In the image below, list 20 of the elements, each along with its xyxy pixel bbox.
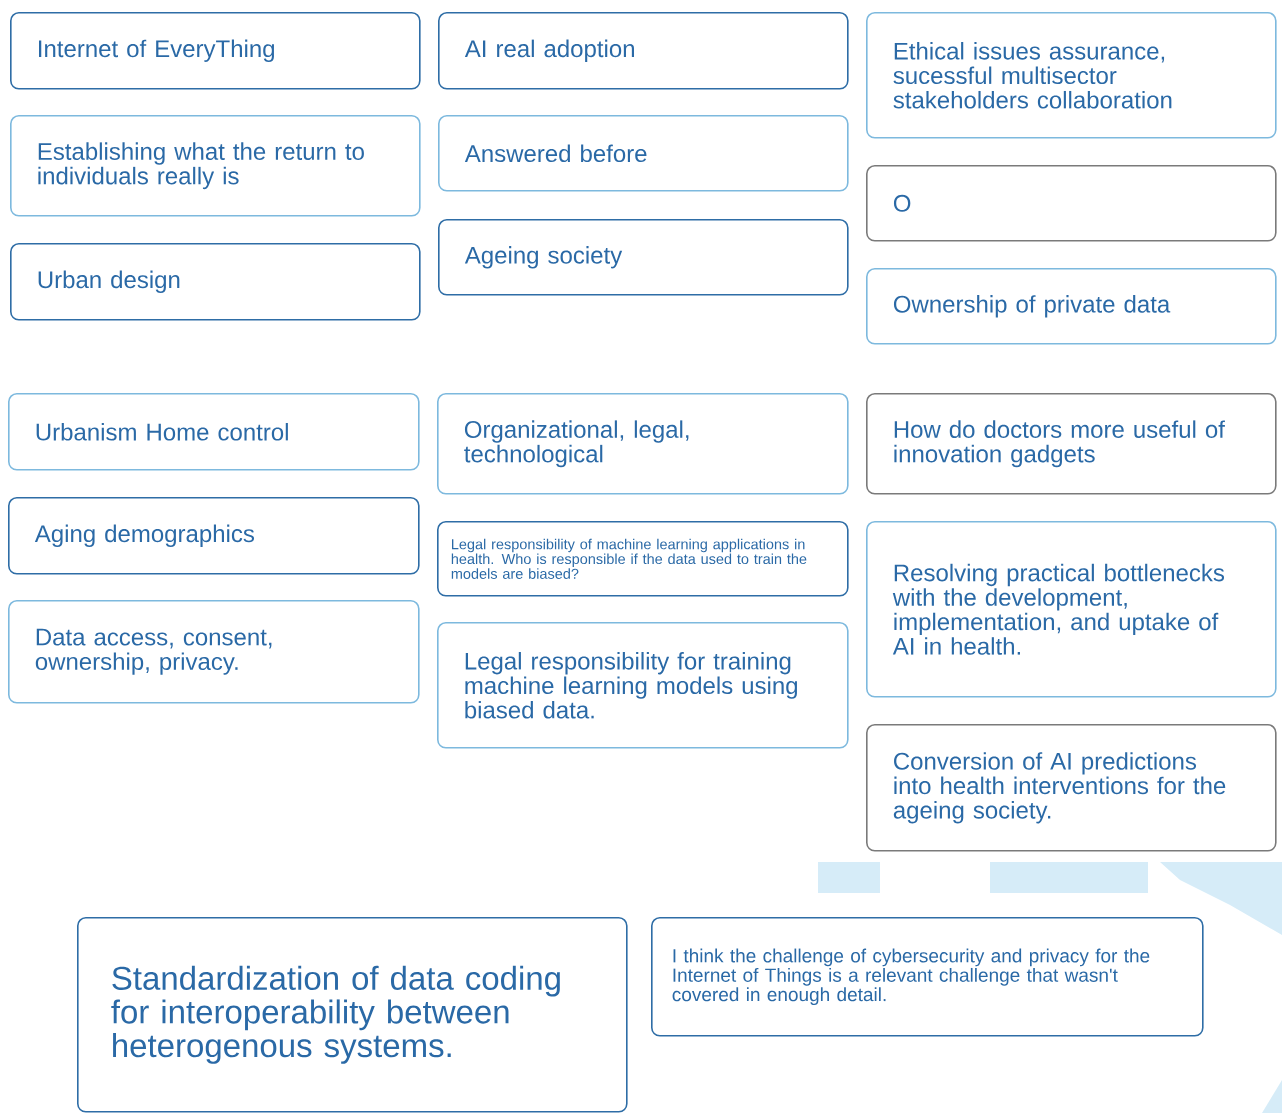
text-box: Legal responsibility of machine learning applications in health. Who is responsible if the data used to train the models are biased?: [437, 521, 849, 597]
text-box: Internet of EveryThing: [10, 12, 421, 90]
text-box: I think the challenge of cybersecurity and privacy for the Internet of Things is a relevant challenge that wasn't covered in enough detail.: [651, 917, 1204, 1037]
text-box: Ownership of private data: [866, 268, 1277, 345]
text-box: Establishing what the return to individuals really is: [10, 115, 421, 217]
text-box: Conversion of AI predictions into health interventions for the ageing society.: [866, 724, 1277, 852]
text-box: Legal responsibility for training machine learning models using biased data.: [437, 622, 849, 749]
text-box: Standardization of data coding for interoperability between heterogenous systems.: [77, 917, 628, 1113]
text-box: Ageing society: [438, 219, 849, 296]
text-box: Answered before: [438, 115, 849, 192]
text-box: Organizational, legal, technological: [437, 393, 849, 495]
text-box: Urbanism Home control: [8, 393, 420, 471]
text-box: O: [866, 165, 1277, 242]
text-box: AI real adoption: [438, 12, 849, 90]
text-box: Data access, consent, ownership, privacy.: [8, 600, 420, 704]
text-box: Urban design: [10, 243, 421, 321]
text-box: Ethical issues assurance, sucessful multisector stakeholders collaboration: [866, 12, 1277, 139]
text-box: Resolving practical bottlenecks with the development, implementation, and uptake of AI in health.: [866, 521, 1277, 698]
text-box: Aging demographics: [8, 497, 420, 575]
text-box: How do doctors more useful of innovation gadgets: [866, 393, 1277, 495]
